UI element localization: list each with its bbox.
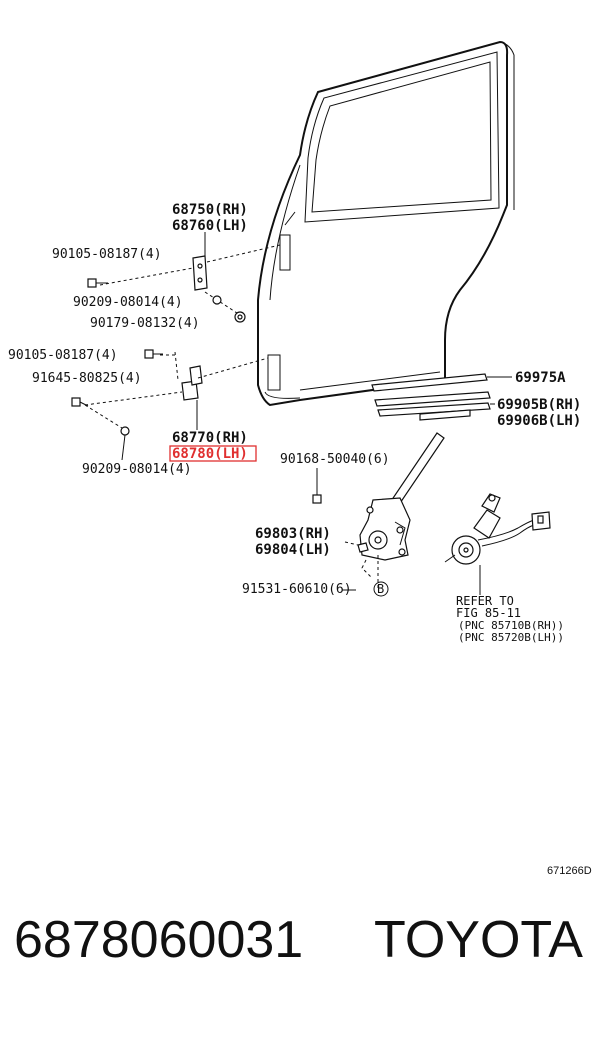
reference-line-2: FIG 85-11 [456,606,521,620]
channel-part [374,391,495,421]
reference-line-3: (PNC 85710B(RH)) [458,619,564,632]
washer-upper-part [212,295,222,305]
label-bolt-regulator: 91531-60610(6) [242,582,352,597]
pin-lower-part [71,397,89,407]
upper-hinge-part [192,232,208,291]
leader-line [206,244,281,263]
lower-hinge-part [181,365,203,430]
label-washer-lower: 90209-08014(4) [82,462,192,477]
bolt-upper-part [87,278,108,288]
label-channel-rh: 69905B(RH) [497,397,581,413]
bolt-lower-part [144,349,163,359]
label-weatherstrip: 69975A [515,370,566,386]
callout-b-circle [373,581,389,597]
label-washer-upper: 90209-08014(4) [73,295,183,310]
leader-line [174,351,179,381]
label-hinge-upper-lh: 68760(LH) [172,218,248,234]
highlight-box [169,445,257,462]
nut-upper-part [234,311,246,323]
leader-line [197,357,269,379]
reference-line-4: (PNC 85720B(LH)) [458,631,564,644]
diagram-code: 671266D [547,865,592,877]
label-bolt-upper: 90105-08187(4) [52,247,162,262]
washer-lower-part [120,426,130,436]
leader-line [121,434,126,461]
label-screw-regulator: 90168-50040(6) [280,452,390,467]
label-hinge-lower-rh: 68770(RH) [172,430,248,446]
brand-name: TOYOTA [374,911,583,969]
rear-door-outline [257,40,515,407]
callout-b-label: B [377,582,384,596]
leader-line [204,291,241,316]
label-regulator-lh: 69804(LH) [255,542,331,558]
reference-line-1: REFER TO [456,594,514,608]
leader-line [84,391,183,406]
label-channel-lh: 69906B(LH) [497,413,581,429]
footer: 6878060031 TOYOTA [0,905,600,985]
part-number: 6878060031 [14,911,304,969]
label-regulator-rh: 69803(RH) [255,526,331,542]
label-pin-lower: 91645-80825(4) [32,371,142,386]
weatherstrip-part [371,373,512,392]
label-bolt-lower: 90105-08187(4) [8,348,118,363]
leader-line [84,404,123,429]
regulator-screw-part [312,468,322,504]
label-hinge-lower-lh: 68780(LH) [172,446,248,462]
window-motor-part [444,493,551,595]
window-regulator-part [344,432,445,588]
leader-line [99,267,194,286]
label-hinge-upper-rh: 68750(RH) [172,202,248,218]
label-nut-upper: 90179-08132(4) [90,316,200,331]
